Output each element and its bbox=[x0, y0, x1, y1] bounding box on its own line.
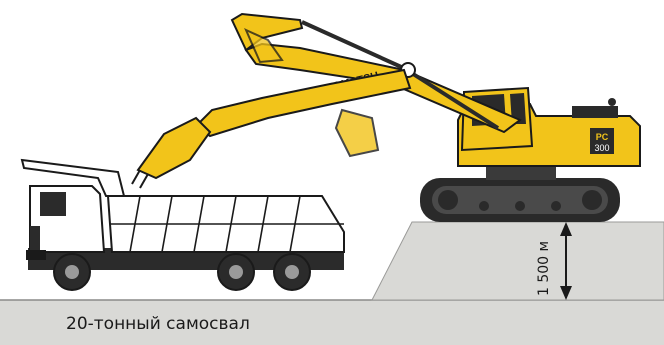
truck-caption: 20-тонный самосвал bbox=[66, 314, 250, 334]
truck-bumper bbox=[26, 250, 46, 260]
excavator-swing-base bbox=[486, 166, 556, 180]
bench bbox=[372, 222, 664, 300]
truck-grille bbox=[30, 226, 40, 250]
bench-height-label: 1 500 м bbox=[536, 241, 552, 296]
excavator-arm-lowered bbox=[196, 70, 410, 136]
excavator-tracks bbox=[420, 178, 620, 222]
excavator-bucket-dumping bbox=[138, 118, 210, 178]
dump-truck bbox=[22, 160, 344, 290]
truck-cab-window bbox=[40, 192, 66, 216]
excavator-model-line2: 300 bbox=[594, 143, 609, 153]
excavator-model-line1: PC bbox=[596, 132, 609, 142]
excavator-bucket-mid bbox=[336, 110, 378, 156]
excavator: PC 300 KOMATSU bbox=[132, 14, 640, 222]
